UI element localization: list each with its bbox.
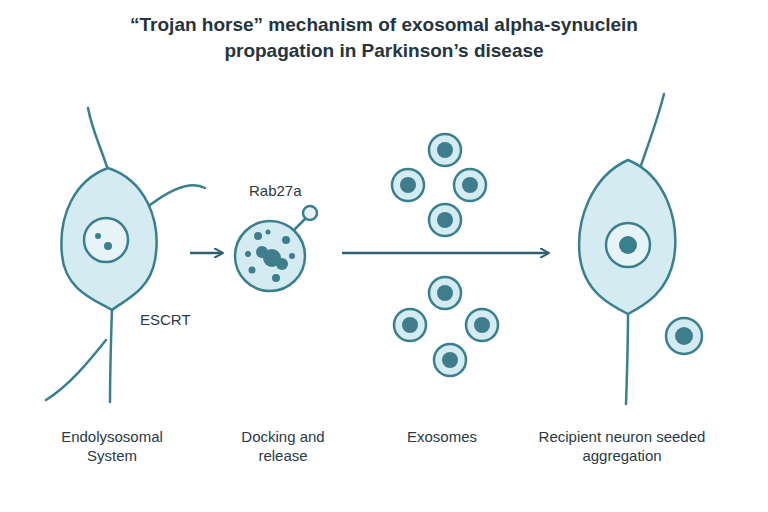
- recipient-neuron: [579, 94, 702, 404]
- source-neuron: [46, 108, 205, 402]
- label: Exosomes: [407, 428, 477, 447]
- exosomes: [392, 134, 498, 376]
- arrow: [190, 252, 222, 255]
- title: “Trojan horse” mechanism of exosomal alp…: [104, 12, 664, 63]
- label: ESCRT: [140, 311, 191, 330]
- label: Docking and release: [228, 428, 338, 466]
- vesicle: [235, 206, 317, 291]
- arrow: [342, 252, 548, 255]
- label: Endolysosomal System: [42, 428, 182, 466]
- label: Recipient neuron seeded aggregation: [537, 428, 707, 466]
- label: Rab27a: [249, 182, 302, 201]
